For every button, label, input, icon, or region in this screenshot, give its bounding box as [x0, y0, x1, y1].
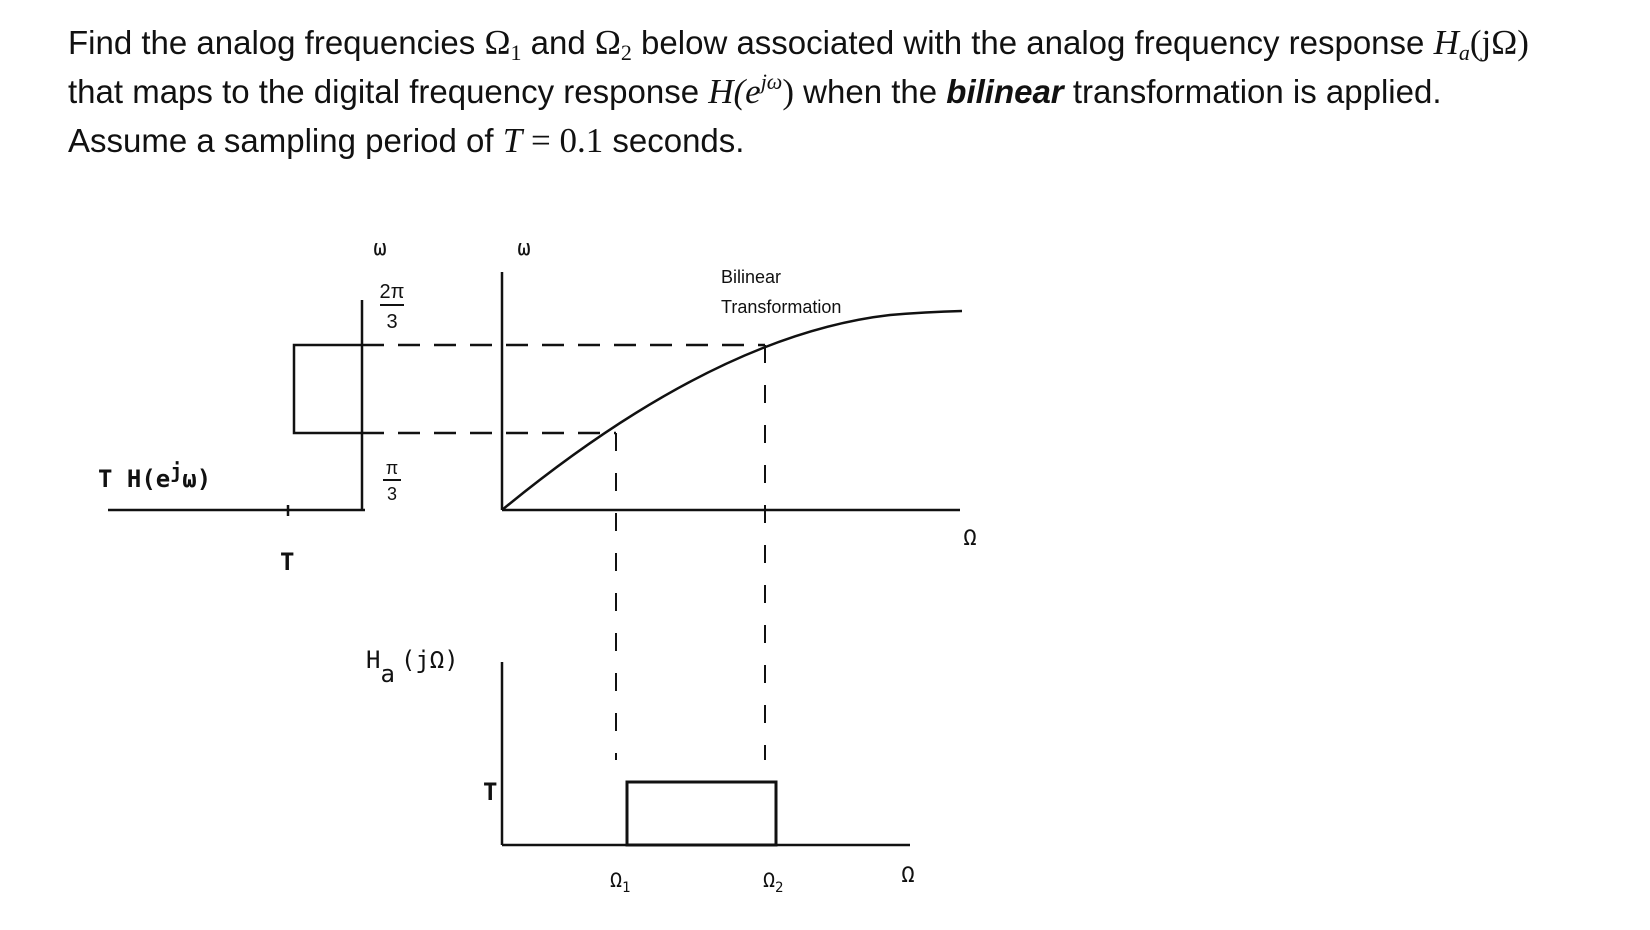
digital-response-label: T H(ejω) — [98, 459, 211, 493]
omega2-symbol: Ω2 — [594, 23, 632, 65]
bilinear-curve — [501, 309, 963, 511]
lower-tick-denominator: 3 — [387, 484, 397, 504]
text-segment: below associated with the analog frequen… — [631, 24, 1434, 61]
problem-statement: Find the analog frequencies Ω1 and Ω2 be… — [68, 18, 1628, 165]
problem-line-3: Assume a sampling period of T = 0.1 seco… — [68, 116, 1628, 165]
bottom-x-label: Ω — [901, 863, 914, 888]
problem-line-1: Find the analog frequencies Ω1 and Ω2 be… — [68, 18, 1628, 67]
upper-tick-numerator: 2π — [380, 281, 405, 303]
analog-response-label: Ha(jΩ) — [366, 646, 459, 688]
left-omega-label: ω — [373, 236, 386, 261]
curve-title-line1: Bilinear — [721, 267, 781, 287]
text-segment: when the — [794, 73, 947, 110]
curve-title-line2: Transformation — [721, 297, 841, 317]
mapping-x-label: Ω — [963, 526, 976, 551]
sampling-period-equation: T = 0.1 — [502, 121, 604, 160]
mapping-omega-label: ω — [517, 236, 530, 261]
text-segment: transformation is applied. — [1063, 73, 1442, 110]
omega1-symbol: Ω1 — [484, 23, 522, 65]
analog-response-symbol: Ha(jΩ) — [1433, 23, 1529, 65]
text-segment: and — [521, 24, 595, 61]
omega2-axis-label: Ω2 — [763, 868, 783, 896]
text-segment: Find the analog frequencies — [68, 24, 485, 61]
bottom-height-label: T — [483, 778, 497, 806]
problem-line-2: that maps to the digital frequency respo… — [68, 67, 1628, 116]
upper-tick-denominator: 3 — [386, 311, 397, 333]
analog-passband-rect — [625, 780, 778, 847]
left-height-label: T — [280, 548, 294, 576]
digital-response-symbol: H(ejω) — [708, 69, 794, 112]
omega1-axis-label: Ω1 — [610, 868, 630, 896]
text-segment: seconds. — [603, 122, 745, 159]
text-segment: that maps to the digital frequency respo… — [68, 73, 709, 110]
bilinear-emphasis: bilinear — [946, 73, 1064, 110]
lower-tick-numerator: π — [386, 458, 398, 478]
digital-passband-rect — [292, 343, 362, 435]
text-segment: Assume a sampling period of — [68, 122, 503, 159]
